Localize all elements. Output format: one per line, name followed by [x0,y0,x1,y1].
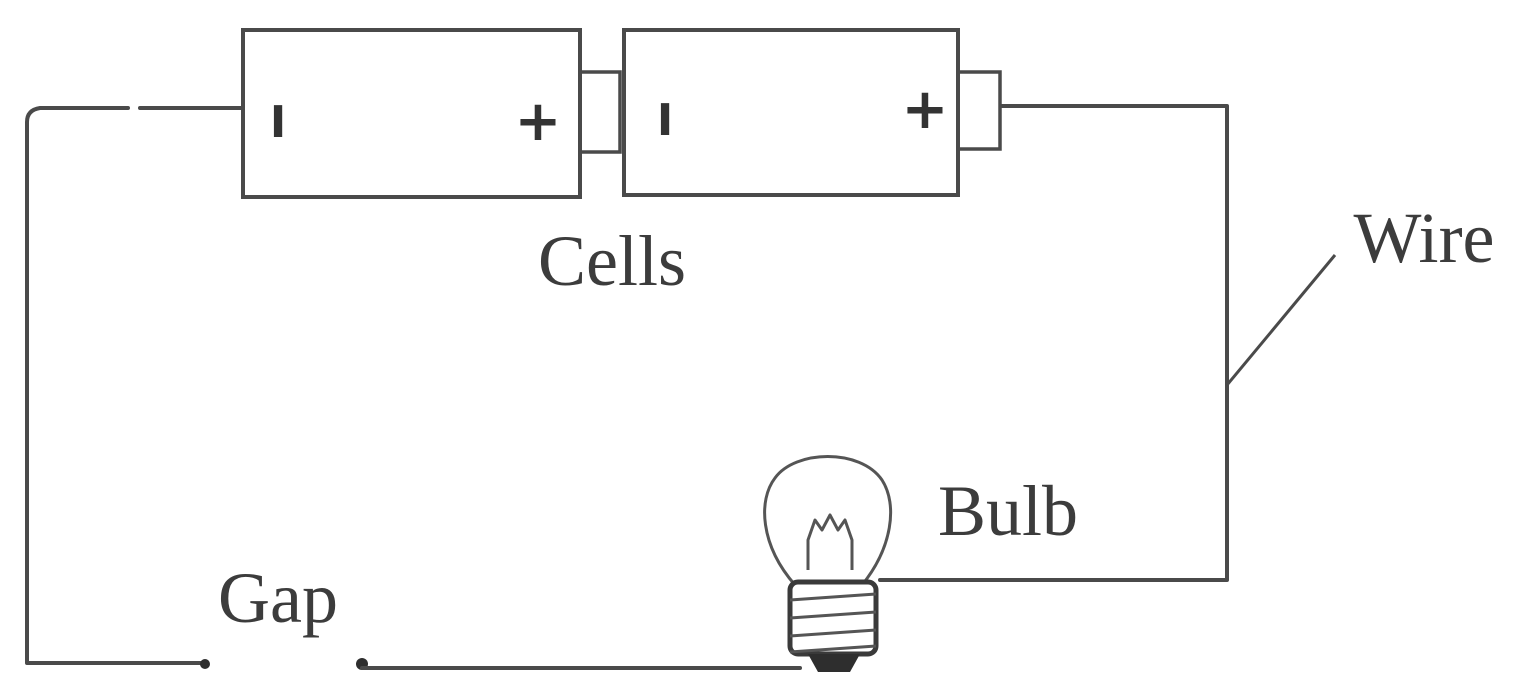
cells-label: Cells [538,221,686,301]
bulb-icon [763,455,893,672]
wire-label-pointer [1225,254,1337,386]
cells-group: I + I + [241,28,1002,199]
gap-terminal-left [200,659,210,669]
bulb-filament [806,513,854,570]
cell-2-positive-sign: + [902,77,949,142]
cell-1-negative-sign: I [270,97,286,148]
bulb-label: Bulb [938,471,1078,551]
cell-1-terminal [578,70,622,154]
cell-2 [622,28,960,197]
cell-2-negative-sign: I [657,95,673,146]
wire-label: Wire [1353,198,1494,278]
gap-label: Gap [218,558,338,638]
wire-left-top [25,106,245,665]
cell-1 [241,28,582,199]
bulb-threads [789,592,877,654]
cell-1-positive-sign: + [515,89,562,154]
cell-2-terminal [956,70,1002,151]
wire-right [878,104,1229,582]
bulb-contact [808,654,860,672]
